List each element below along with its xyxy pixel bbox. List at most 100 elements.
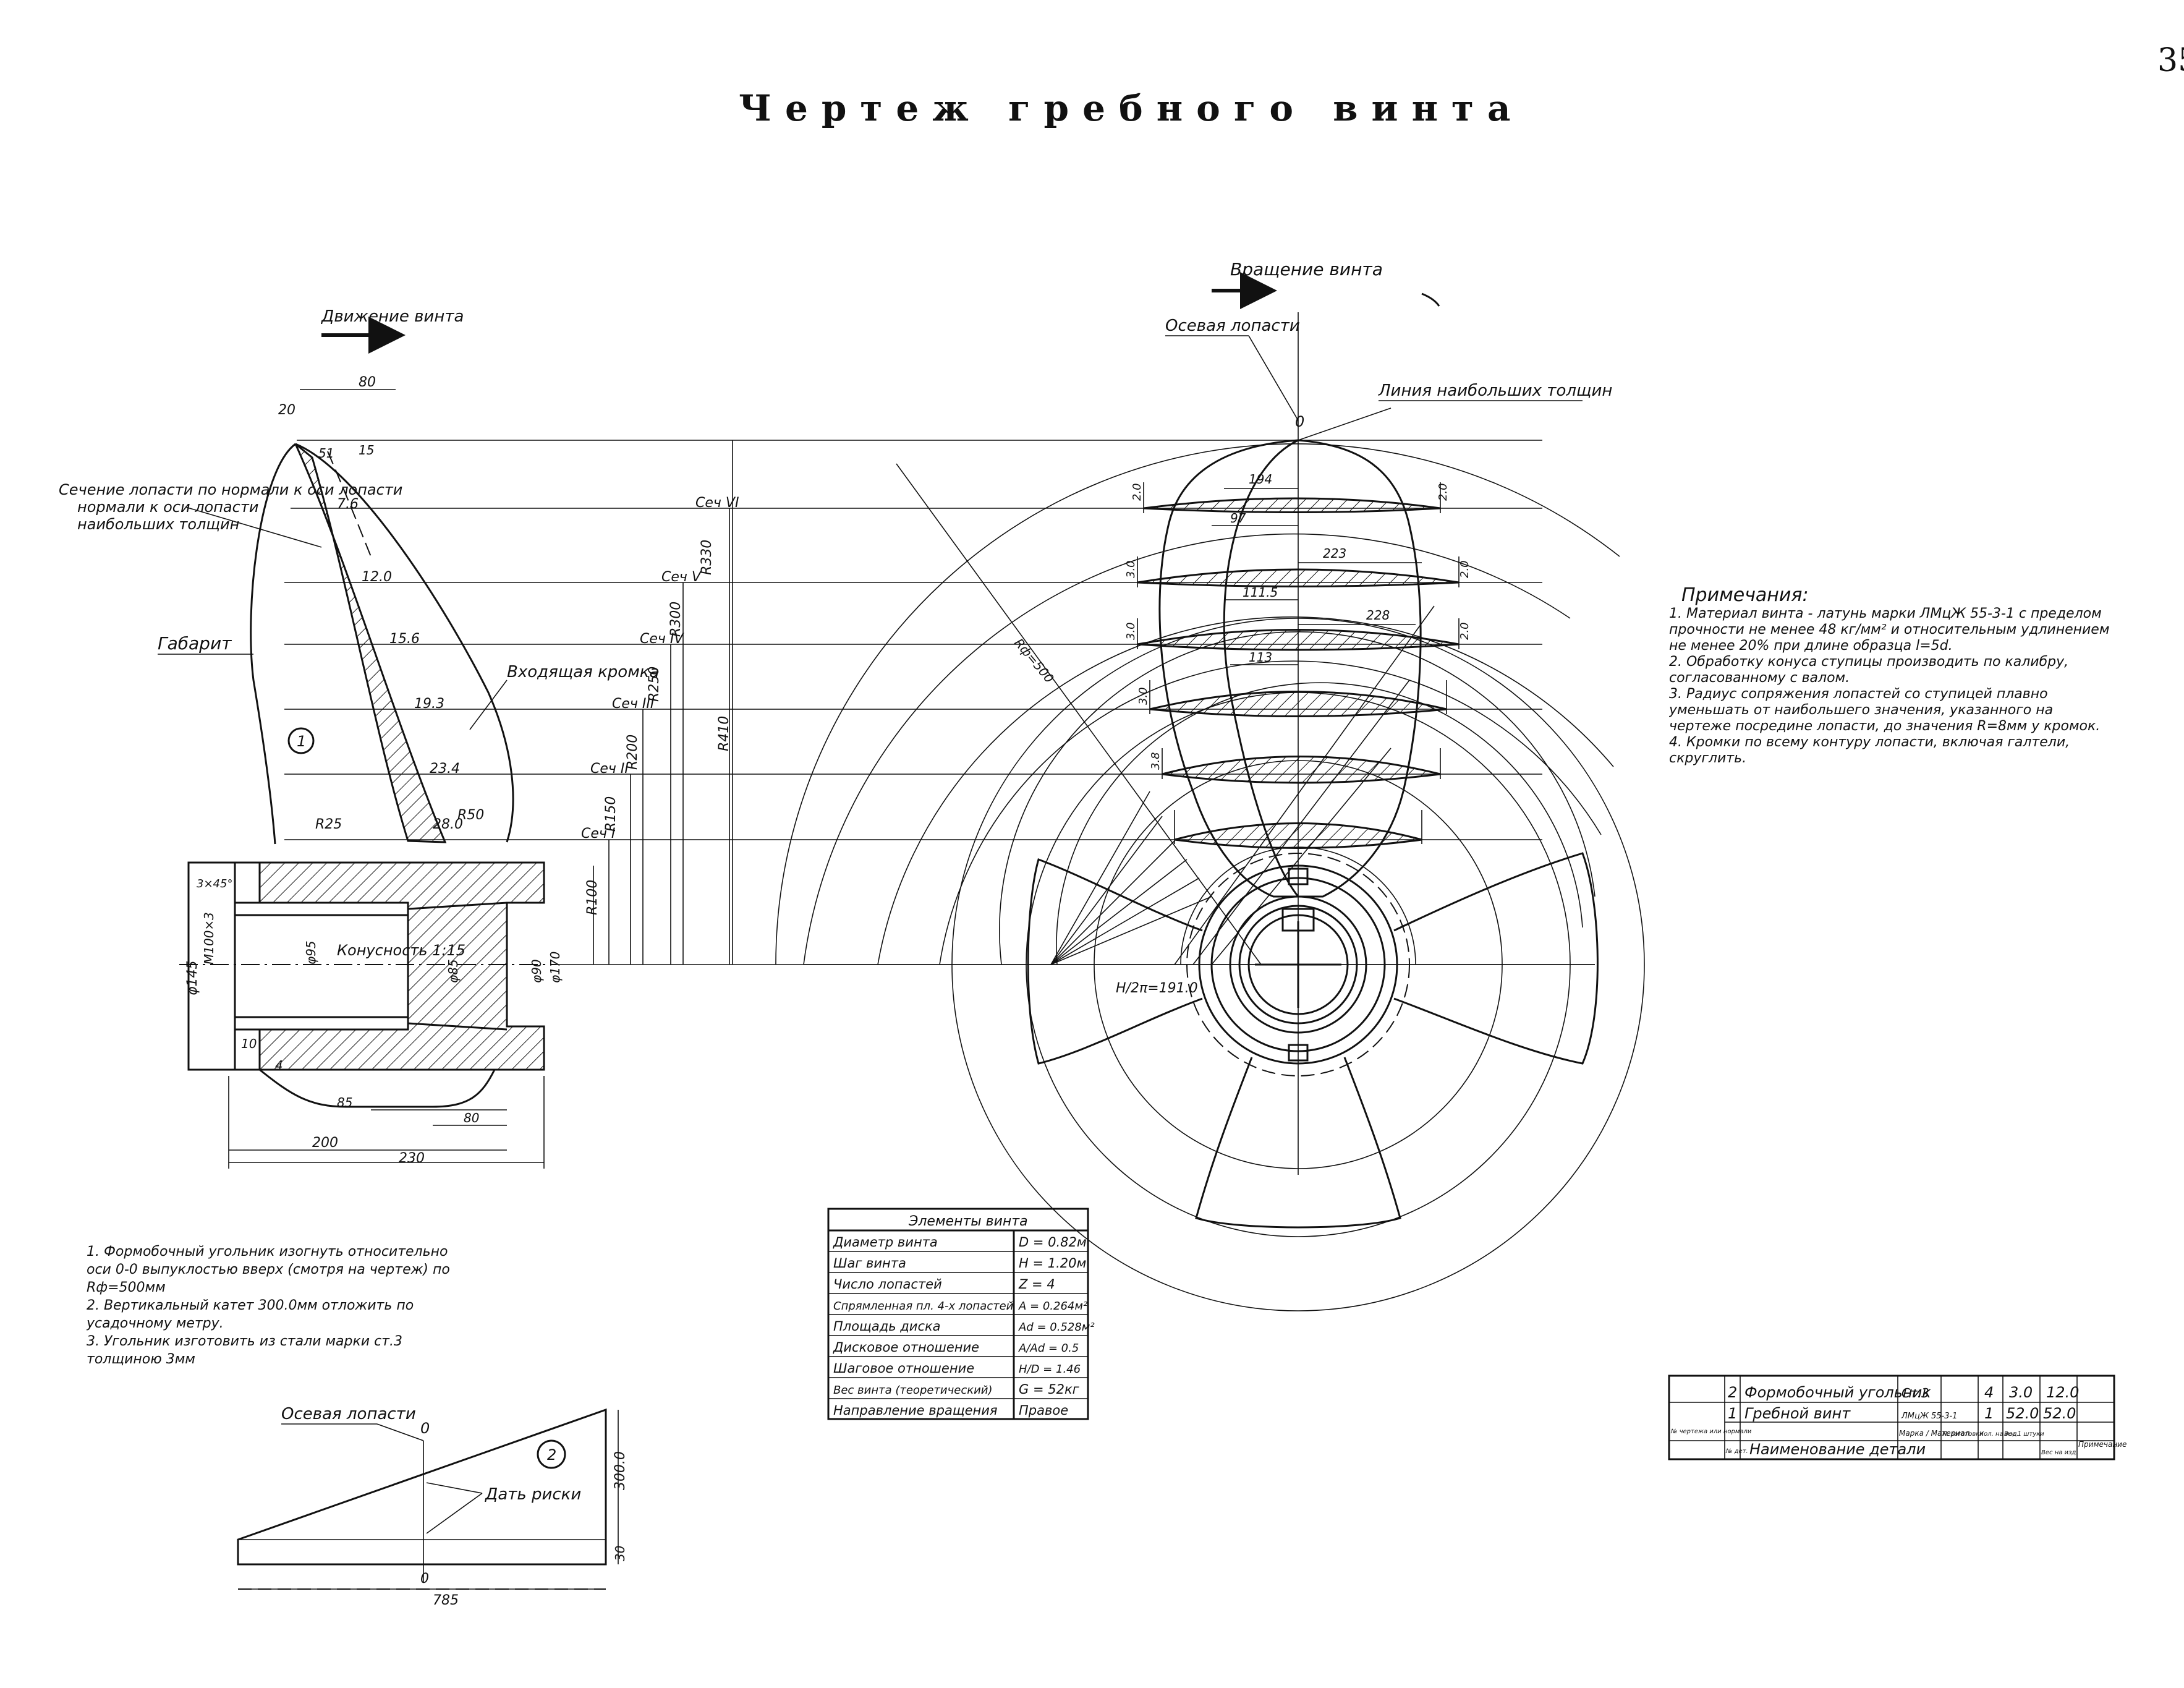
chord-194: 194 bbox=[1249, 472, 1272, 487]
h-over-2pi: H/2π=191.0 bbox=[1116, 981, 1198, 996]
dim-phi170: φ170 bbox=[548, 952, 563, 983]
part-qty-0: 4 bbox=[1984, 1384, 1994, 1401]
edge-dim-5: 3.0 bbox=[1124, 560, 1137, 578]
edge-dim-1: 2.0 bbox=[1131, 483, 1144, 501]
notes-heading: Примечания: bbox=[1681, 584, 1809, 606]
hdr-material: Марка / Материал bbox=[1899, 1429, 1969, 1438]
dim-15: 15 bbox=[359, 443, 374, 458]
template-note-1: 1. Формобочный угольник изогнуть относит… bbox=[87, 1244, 450, 1295]
section-iv: Сеч IV bbox=[640, 631, 684, 647]
note-1: 1. Материал винта - латунь марки ЛМцЖ 55… bbox=[1669, 606, 2110, 654]
hdr-blank: № заготовки bbox=[1942, 1431, 1984, 1438]
elements-header: Элементы винта bbox=[908, 1214, 1028, 1229]
hdr-qty: Кол. на изд. bbox=[1979, 1431, 2019, 1438]
radius-r300: R300 bbox=[668, 602, 684, 637]
dim-51: 51 bbox=[318, 446, 334, 461]
part-w1-0: 3.0 bbox=[2009, 1384, 2033, 1401]
radius-r150: R150 bbox=[603, 796, 619, 832]
radius-r200: R200 bbox=[625, 735, 640, 770]
notes-block: Примечания: 1. Материал винта - латунь м… bbox=[1669, 584, 2110, 766]
note-3: 3. Радиус сопряжения лопастей со ступице… bbox=[1669, 686, 2101, 734]
thickness-line-label: Линия наибольших толщин bbox=[1378, 382, 1612, 400]
part-pos-1: 1 bbox=[1728, 1405, 1737, 1422]
leading-edge-label: Входящая кромка bbox=[507, 663, 659, 681]
drawing-title: Чертеж гребного винта bbox=[739, 87, 1524, 129]
note-2: 2. Обработку конуса ступицы производить … bbox=[1669, 654, 2069, 686]
thickness-23-4: 23.4 bbox=[430, 761, 460, 777]
part-w2-1: 52.0 bbox=[2043, 1405, 2076, 1422]
motion-label: Движение винта bbox=[321, 307, 464, 326]
el-value-3: A = 0.264м² bbox=[1018, 1300, 1087, 1313]
part-w2-0: 12.0 bbox=[2046, 1384, 2079, 1401]
edge-dim-6: 3.0 bbox=[1124, 622, 1137, 640]
thickness-28-0: 28.0 bbox=[433, 817, 463, 832]
template-note-3: 3. Угольник изготовить из стали марки ст… bbox=[87, 1334, 402, 1367]
part-material-0: Ст.3 bbox=[1901, 1386, 1929, 1400]
chord-113: 113 bbox=[1249, 650, 1272, 665]
radius-r330: R330 bbox=[699, 540, 715, 575]
thickness-19-3: 19.3 bbox=[414, 696, 444, 712]
part-material-1: ЛМцЖ 55-3-1 bbox=[1901, 1412, 1957, 1421]
template-axis-label: Осевая лопасти bbox=[281, 1405, 416, 1423]
el-value-2: Z = 4 bbox=[1018, 1277, 1055, 1292]
edge-dim-3: 2.0 bbox=[1458, 560, 1471, 578]
el-name-8: Направление вращения bbox=[833, 1403, 998, 1418]
el-value-8: Правое bbox=[1019, 1403, 1068, 1418]
template-note-2: 2. Вертикальный катет 300.0мм отложить п… bbox=[87, 1298, 414, 1331]
gabarit-label: Габарит bbox=[158, 633, 232, 654]
balloon-1-text: 1 bbox=[297, 733, 306, 750]
dim-phi85: φ85 bbox=[446, 959, 461, 983]
dim-200: 200 bbox=[312, 1135, 338, 1151]
dim-phi145: φ145 bbox=[185, 960, 200, 995]
edge-dim-4: 2.0 bbox=[1458, 622, 1471, 640]
thickness-12-0: 12.0 bbox=[362, 569, 392, 585]
section-label-line3: наибольших толщин bbox=[77, 516, 239, 533]
hdr-w2: Вес на изд. bbox=[2041, 1449, 2078, 1456]
marks-label: Дать риски bbox=[485, 1485, 581, 1504]
section-i: Сеч I bbox=[581, 826, 615, 842]
blade-side-view: 80 20 51 15 7.6 12.0 15.6 19.3 23.4 28.0… bbox=[59, 375, 1595, 1169]
chord-223: 223 bbox=[1323, 546, 1346, 561]
hdr-note: Примечание bbox=[2078, 1440, 2127, 1449]
hdr-w1: Вес 1 штуки bbox=[2004, 1431, 2044, 1438]
thickness-7-6: 7.6 bbox=[337, 497, 359, 512]
chord-111-5: 111.5 bbox=[1243, 585, 1278, 600]
dim-300: 300.0 bbox=[613, 1451, 628, 1490]
blade-front-view: 194 97 223 111.5 228 113 2.0 2.0 2.0 2.0… bbox=[775, 312, 1645, 1311]
chord-228: 228 bbox=[1366, 608, 1390, 623]
edge-dim-2: 2.0 bbox=[1437, 483, 1450, 501]
hdr-name: Наименование детали bbox=[1749, 1441, 1926, 1458]
dim-10: 10 bbox=[241, 1036, 257, 1051]
parts-list: 2 Формобочный угольник Ст.3 4 3.0 12.0 1… bbox=[1668, 1375, 2127, 1460]
radius-r410: R410 bbox=[716, 716, 732, 751]
balloon-2 bbox=[537, 1439, 566, 1469]
section-iii: Сеч III bbox=[612, 696, 654, 712]
dim-230: 230 bbox=[399, 1151, 425, 1166]
el-value-1: H = 1.20м bbox=[1019, 1256, 1086, 1271]
el-name-5: Дисковое отношение bbox=[833, 1340, 979, 1355]
part-w1-1: 52.0 bbox=[2006, 1405, 2039, 1422]
dim-80: 80 bbox=[359, 375, 376, 390]
part-name-1: Гребной винт bbox=[1744, 1405, 1851, 1422]
dim-phi95: φ95 bbox=[304, 940, 318, 965]
section-label: Сечение лопасти по нормали к оси лопасти bbox=[59, 481, 402, 498]
chamfer-label: 3×45° bbox=[197, 877, 232, 890]
edge-dim-8: 3.8 bbox=[1149, 752, 1162, 770]
section-vi: Сеч VI bbox=[695, 495, 739, 511]
template-notes: 1. Формобочный угольник изогнуть относит… bbox=[87, 1244, 450, 1367]
rotation-label: Вращение винта bbox=[1230, 259, 1383, 279]
dim-785: 785 bbox=[433, 1593, 459, 1608]
template-view: Осевая лопасти 0 0 Дать риски 2 300.0 30… bbox=[237, 1405, 628, 1608]
dim-30: 30 bbox=[613, 1546, 627, 1561]
el-name-4: Площадь диска bbox=[833, 1319, 941, 1334]
template-zero-bottom: 0 bbox=[420, 1571, 429, 1587]
page-number: 35 bbox=[2157, 42, 2184, 79]
radius-r25: R25 bbox=[315, 817, 342, 832]
hdr-drawing-no: № чертежа или нормали bbox=[1670, 1428, 1752, 1435]
front-zero: 0 bbox=[1295, 413, 1304, 430]
rotation-arrow: Вращение винта bbox=[1212, 259, 1440, 309]
template-zero-top: 0 bbox=[420, 1420, 430, 1437]
el-name-3: Спрямленная пл. 4-х лопастей bbox=[833, 1300, 1014, 1313]
note-4: 4. Кромки по всему контуру лопасти, вклю… bbox=[1669, 735, 2070, 766]
